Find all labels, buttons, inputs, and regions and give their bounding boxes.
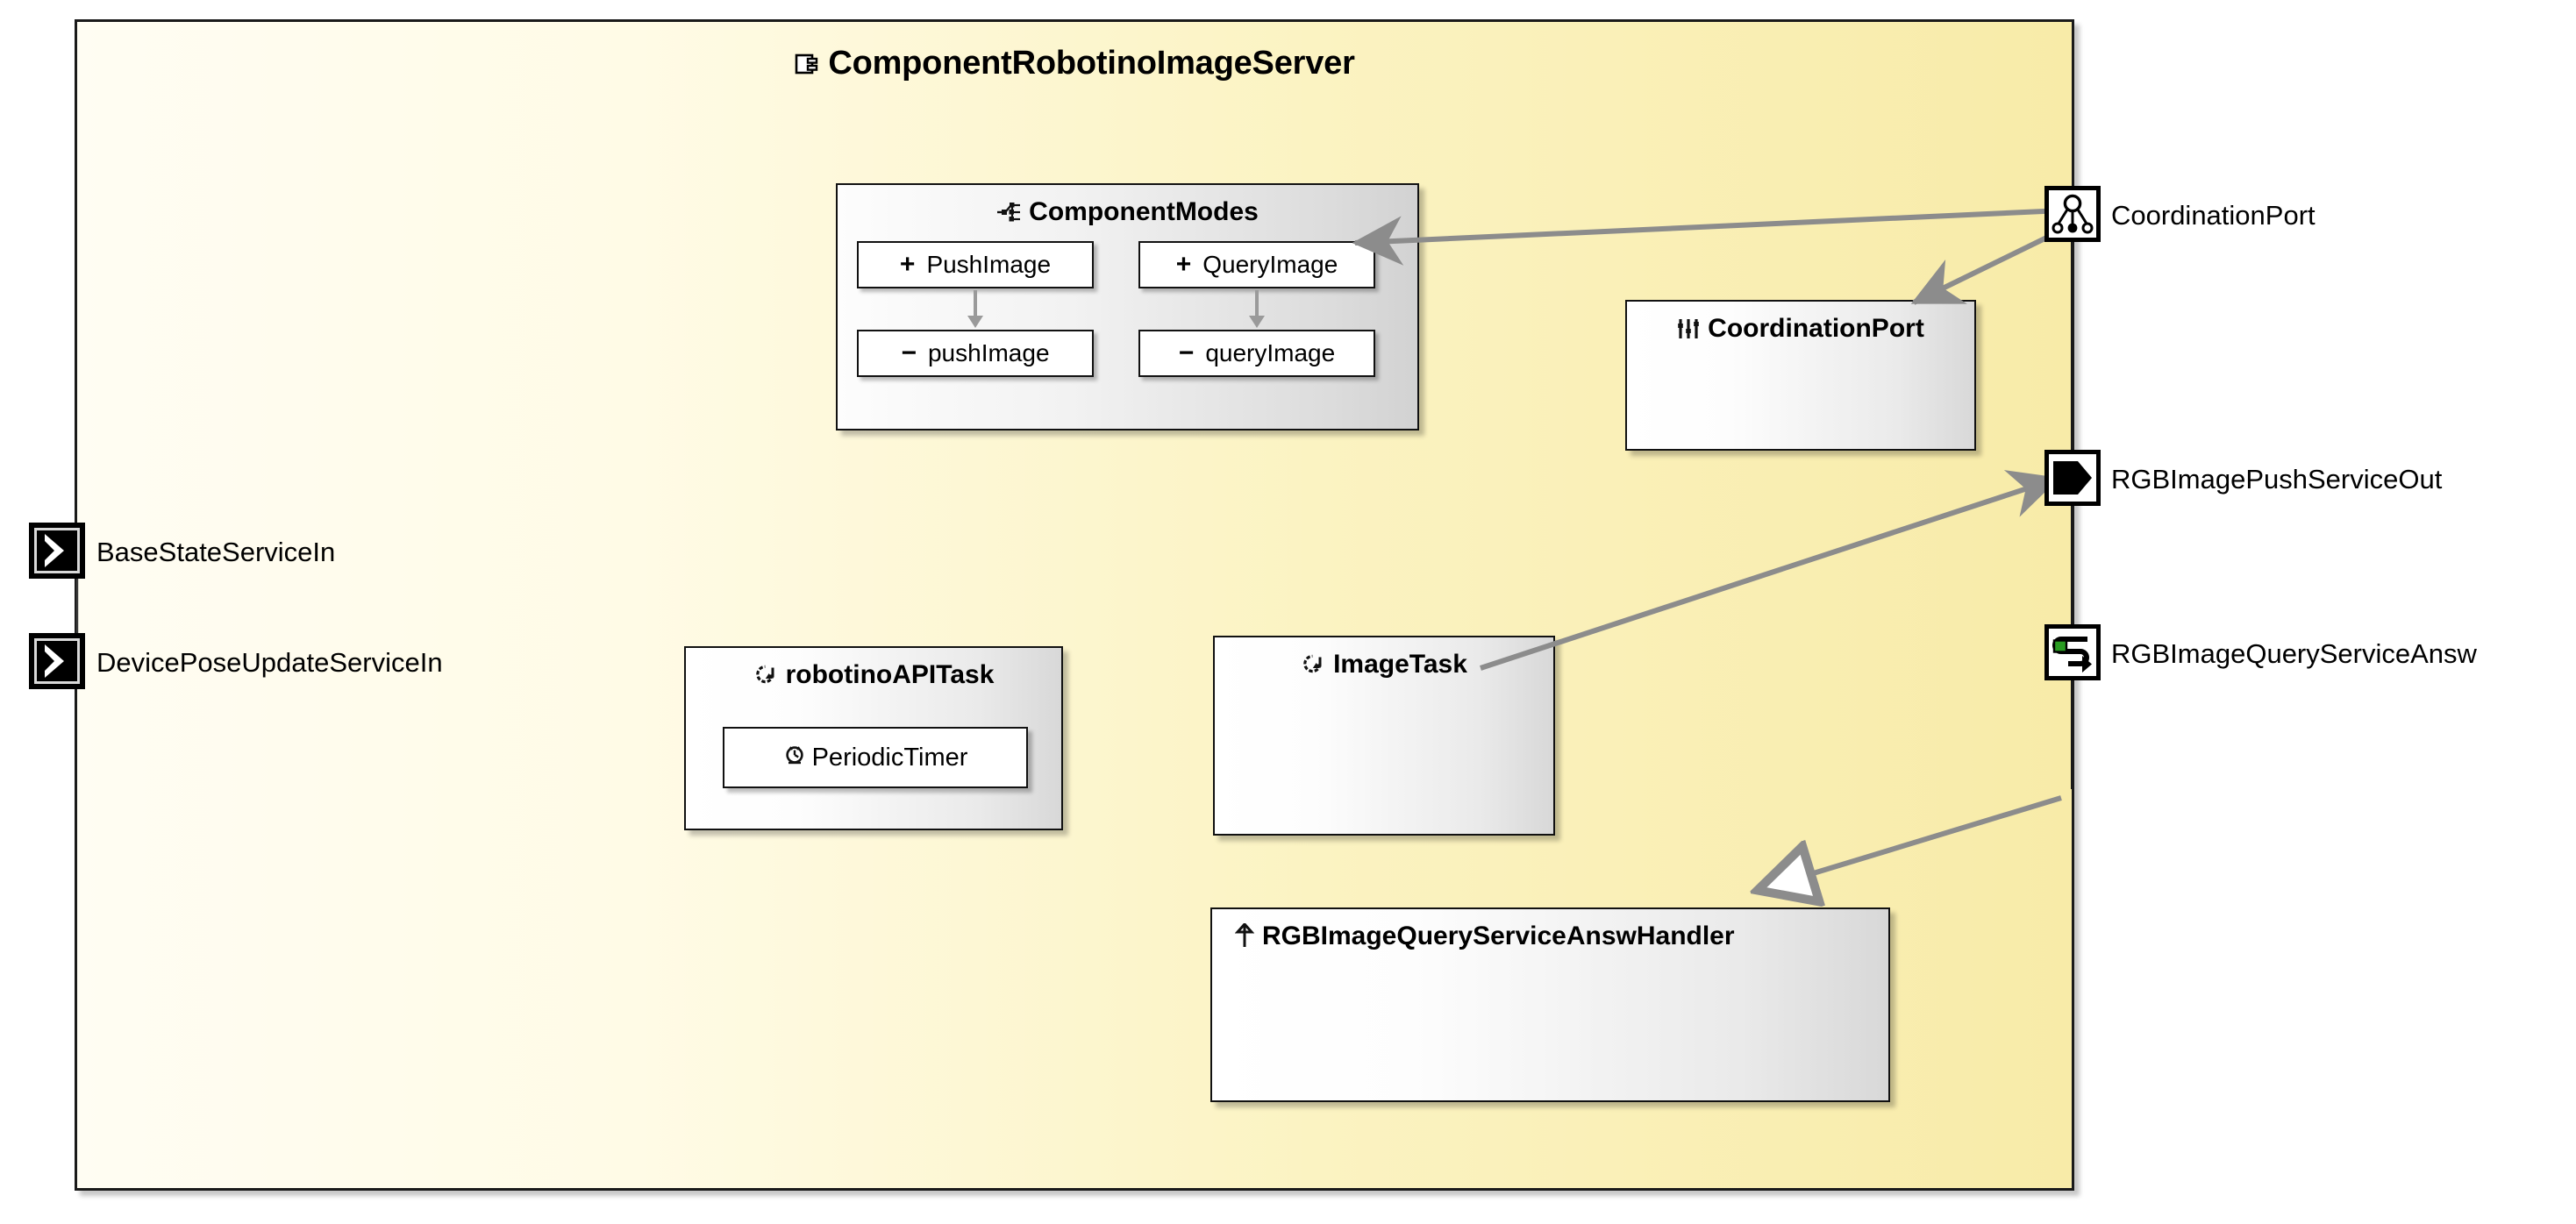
component-title-text: ComponentRobotinoImageServer [828,45,1355,82]
port-rgb-image-push-service-out[interactable] [2044,450,2101,506]
visibility-marker: + [1175,250,1192,279]
coordination-port-box[interactable]: CoordinationPort [1625,300,1976,451]
mode-label: queryImage [1205,339,1336,366]
component-frame[interactable]: ComponentRobotinoImageServer [75,19,2074,1191]
component-modes-title: ComponentModes [838,197,1417,231]
alarm-clock-icon [783,743,806,772]
mode-link-queryimage [1255,290,1259,317]
port-rgb-image-query-service-answ[interactable] [2044,624,2101,680]
query-answ-icon [2049,629,2096,676]
mode-cell-pushimage-public[interactable]: + PushImage [857,241,1094,288]
component-icon [794,48,820,86]
visibility-marker: − [901,338,917,367]
port-device-pose-update-service-in-label: DevicePoseUpdateServiceIn [96,647,443,678]
input-port-icon [33,637,81,685]
sliders-icon [1677,317,1700,347]
query-answ-handler-box[interactable]: RGBImageQueryServiceAnswHandler [1210,907,1890,1102]
page-title: ComponentRobotinoImageServer [77,45,2072,86]
visibility-marker: − [1178,338,1195,367]
port-device-pose-update-service-in[interactable] [29,633,85,689]
state-machine-icon [996,201,1021,231]
mode-cell-queryimage-public[interactable]: + QueryImage [1138,241,1375,288]
component-modes-title-text: ComponentModes [1029,197,1259,226]
task-image-text: ImageTask [1333,650,1467,679]
mode-label: QueryImage [1202,251,1338,278]
coordination-port-icon [2049,190,2096,238]
task-robotino-api[interactable]: robotinoAPITask PeriodicTimer [684,646,1063,830]
mode-cell-pushimage-private[interactable]: − pushImage [857,330,1094,377]
query-answ-handler-text: RGBImageQueryServiceAnswHandler [1262,922,1735,950]
task-robotino-api-title: robotinoAPITask [686,660,1061,694]
task-image[interactable]: ImageTask [1213,636,1555,836]
mode-cell-queryimage-private[interactable]: − queryImage [1138,330,1375,377]
mode-label: pushImage [927,339,1050,366]
mode-label: PushImage [926,251,1052,278]
periodic-timer-text: PeriodicTimer [811,743,968,772]
visibility-marker: + [899,250,916,279]
coordination-port-box-title: CoordinationPort [1627,314,1974,347]
component-modes-box[interactable]: ComponentModes + PushImage + QueryImage … [836,183,1419,431]
mode-link-pushimage [974,290,977,317]
coordination-port-box-text: CoordinationPort [1708,314,1924,343]
port-rgb-image-query-service-answ-label: RGBImageQueryServiceAnsw [2111,638,2477,669]
push-service-out-icon [2049,454,2096,502]
periodic-timer-box[interactable]: PeriodicTimer [723,727,1028,788]
query-answ-handler-title: RGBImageQueryServiceAnswHandler [1212,922,1888,955]
port-base-state-service-in[interactable] [29,523,85,579]
task-cycle-icon [1301,651,1325,683]
port-base-state-service-in-label: BaseStateServiceIn [96,537,336,567]
port-coordination-port[interactable] [2044,186,2101,242]
task-cycle-icon [753,662,778,694]
port-coordination-port-label: CoordinationPort [2111,200,2316,231]
task-robotino-api-text: robotinoAPITask [785,660,995,689]
input-port-icon [33,527,81,574]
task-image-title: ImageTask [1215,650,1553,683]
port-rgb-image-push-service-out-label: RGBImagePushServiceOut [2111,464,2443,495]
up-arrow-icon [1234,922,1255,955]
